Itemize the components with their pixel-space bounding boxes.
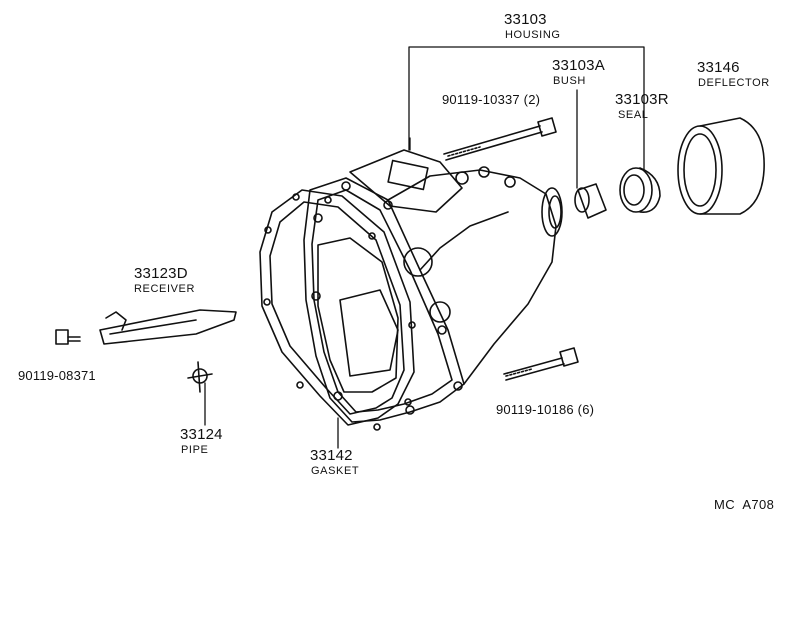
deflector-part bbox=[677, 117, 765, 215]
gasket-part bbox=[259, 189, 416, 431]
diagram-code: MC A708 bbox=[714, 497, 775, 512]
receiver-part bbox=[99, 309, 237, 345]
leader-lines bbox=[204, 46, 645, 449]
bolt-lower-part-number: 90119-10186 (6) bbox=[496, 402, 595, 417]
bolt-90119-10186 bbox=[503, 347, 579, 381]
deflector-name: DEFLECTOR bbox=[698, 77, 770, 89]
housing-name: HOUSING bbox=[505, 29, 561, 41]
receiver-part-number: 33123D bbox=[134, 265, 188, 282]
deflector-part-number: 33146 bbox=[697, 59, 740, 76]
pipe-part-number: 33124 bbox=[180, 426, 223, 443]
gasket-name: GASKET bbox=[311, 465, 360, 477]
pipe-part bbox=[187, 361, 213, 393]
bush-name: BUSH bbox=[553, 75, 586, 87]
bolt-90119-08371 bbox=[55, 329, 81, 345]
seal-part bbox=[619, 167, 661, 213]
bush-part-number: 33103A bbox=[552, 57, 605, 74]
bolt-small-part-number: 90119-08371 bbox=[18, 368, 96, 383]
seal-part-number: 33103R bbox=[615, 91, 669, 108]
seal-name: SEAL bbox=[618, 109, 649, 121]
pipe-name: PIPE bbox=[181, 444, 209, 456]
gasket-part-number: 33142 bbox=[310, 447, 353, 464]
housing-part-number: 33103 bbox=[504, 11, 547, 28]
bush-part bbox=[574, 183, 607, 219]
bolt-long-part-number: 90119-10337 (2) bbox=[442, 92, 541, 107]
receiver-name: RECEIVER bbox=[134, 283, 196, 295]
housing-part bbox=[303, 149, 563, 423]
bolt-90119-10337 bbox=[443, 117, 557, 161]
